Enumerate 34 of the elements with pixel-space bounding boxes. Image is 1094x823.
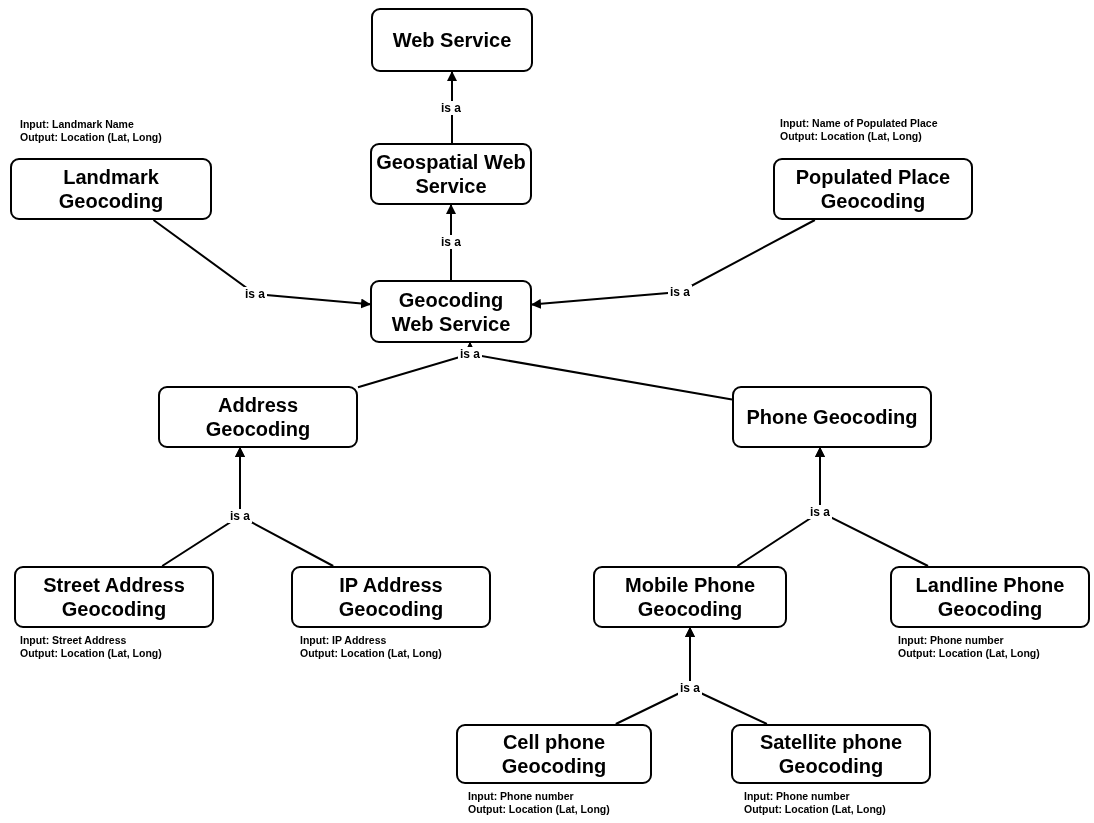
input-output-note: Input: Street Address Output: Location (Lat, Long) <box>20 634 162 660</box>
input-output-note: Input: Phone number Output: Location (Lat, Long) <box>468 790 610 816</box>
edge-label: is a <box>439 101 463 115</box>
class-box: Address Geocoding <box>158 386 358 448</box>
edge-label: is a <box>678 681 702 695</box>
class-box: Geospatial Web Service <box>370 143 532 205</box>
input-output-note: Input: Landmark Name Output: Location (Lat, Long) <box>20 118 162 144</box>
edge-label: is a <box>439 235 463 249</box>
class-box: Mobile Phone Geocoding <box>593 566 787 628</box>
edge-label: is a <box>243 287 267 301</box>
input-output-note: Input: Phone number Output: Location (Lat, Long) <box>744 790 886 816</box>
input-output-note: Input: Name of Populated Place Output: Location (Lat, Long) <box>780 117 938 143</box>
class-box: Landline Phone Geocoding <box>890 566 1090 628</box>
arrow <box>465 342 733 401</box>
class-box: Phone Geocoding <box>732 386 932 448</box>
class-box: Street Address Geocoding <box>14 566 214 628</box>
class-box: Web Service <box>371 8 533 72</box>
arrow <box>235 447 335 567</box>
class-box: Geocoding Web Service <box>370 280 532 343</box>
class-box: Satellite phone Geocoding <box>731 724 931 784</box>
arrow <box>531 219 816 309</box>
input-output-note: Input: IP Address Output: Location (Lat, Long) <box>300 634 442 660</box>
input-output-note: Input: Phone number Output: Location (Lat, Long) <box>898 634 1040 660</box>
arrow <box>685 627 768 725</box>
edge-label: is a <box>668 285 692 299</box>
edge-label: is a <box>228 509 252 523</box>
edge-label: is a <box>458 347 482 361</box>
edge-label: is a <box>808 505 832 519</box>
class-box: IP Address Geocoding <box>291 566 491 628</box>
class-box: Cell phone Geocoding <box>456 724 652 784</box>
arrow <box>152 219 371 309</box>
arrow <box>815 447 929 567</box>
class-box: Populated Place Geocoding <box>773 158 973 220</box>
class-box: Landmark Geocoding <box>10 158 212 220</box>
